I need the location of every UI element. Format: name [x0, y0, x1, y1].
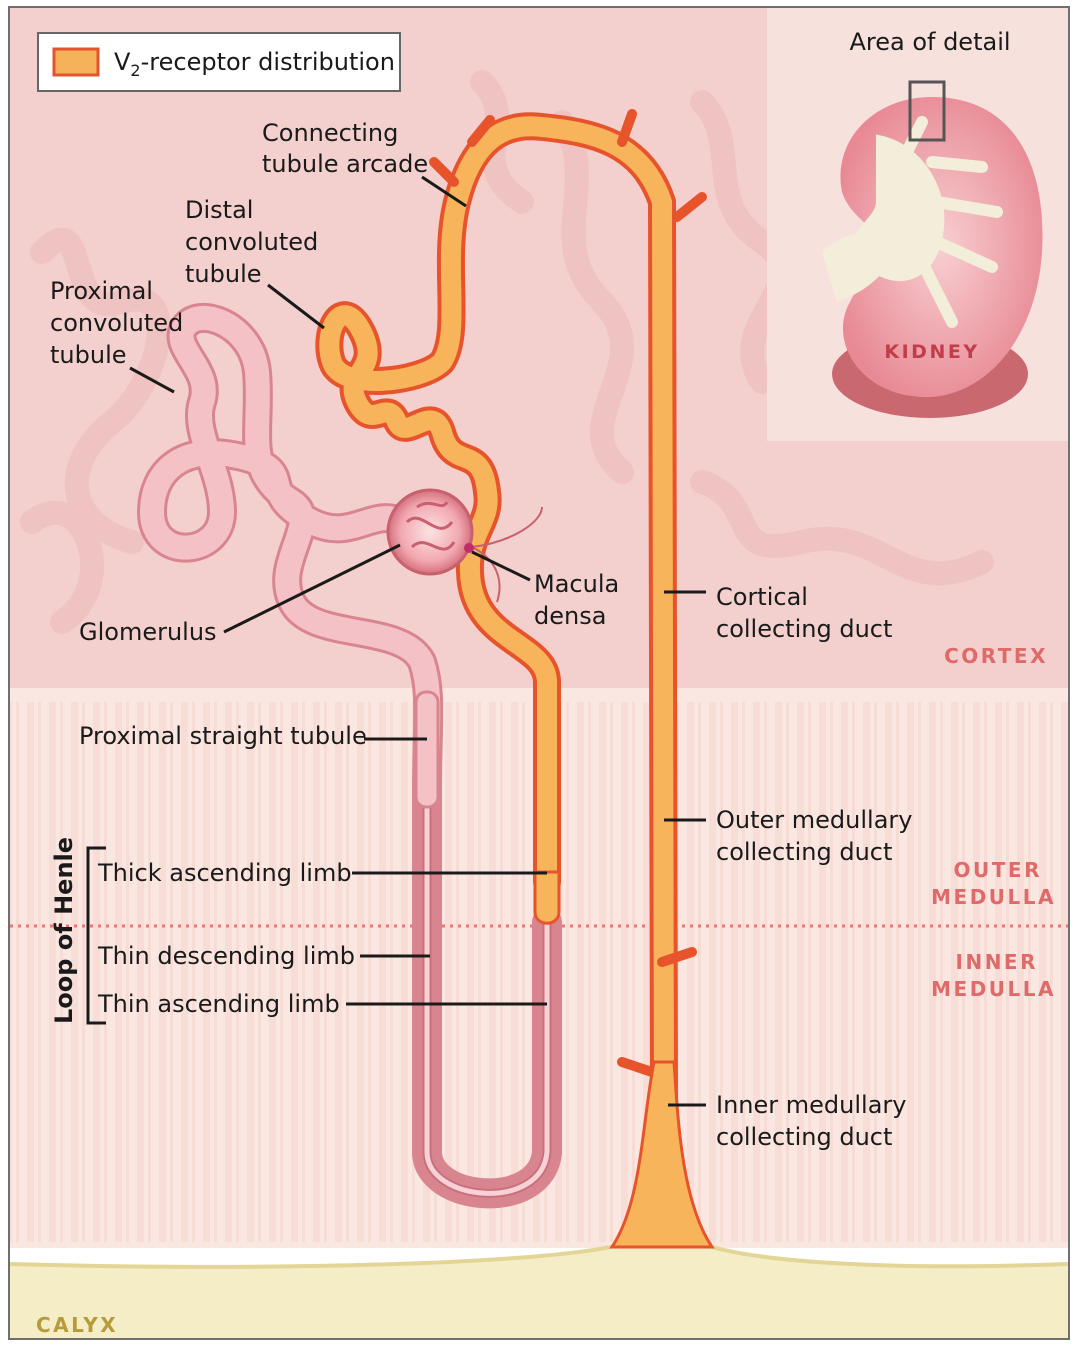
- inner-medulla-label-1: INNER: [956, 950, 1038, 974]
- connecting-label-1: Connecting: [262, 119, 398, 147]
- legend-swatch: [54, 49, 98, 75]
- outer-medulla-label-1: OUTER: [954, 858, 1042, 882]
- inner-medulla-label-2: MEDULLA: [931, 977, 1056, 1001]
- thin-ascending-label: Thin ascending limb: [97, 990, 340, 1018]
- proximal-straight-label: Proximal straight tubule: [79, 722, 367, 750]
- legend-label: V2-receptor distribution: [114, 48, 395, 80]
- inner-cd-label-2: collecting duct: [716, 1123, 892, 1151]
- cortical-cd-label-2: collecting duct: [716, 615, 892, 643]
- proximal-straight-segment: [416, 692, 438, 807]
- inset-title: Area of detail: [849, 28, 1010, 56]
- cortex-zone-label: CORTEX: [944, 644, 1048, 668]
- glomerulus-label: Glomerulus: [79, 618, 217, 646]
- distal-label-2: convoluted: [185, 228, 318, 256]
- cortical-cd-label-1: Cortical: [716, 583, 808, 611]
- nephron-diagram: Area of detail KIDNEY V2-receptor distri…: [8, 6, 1070, 1340]
- outer-medulla-label-2: MEDULLA: [931, 885, 1056, 909]
- inner-cd-label-1: Inner medullary: [716, 1091, 906, 1119]
- distal-label-1: Distal: [185, 196, 253, 224]
- proximal-label-1: Proximal: [50, 277, 153, 305]
- outer-cd-label-1: Outer medullary: [716, 806, 912, 834]
- proximal-label-2: convoluted: [50, 309, 183, 337]
- thin-descending-label: Thin descending limb: [97, 942, 355, 970]
- outer-cd-label-2: collecting duct: [716, 838, 892, 866]
- macula-label-1: Macula: [534, 570, 619, 598]
- legend: V2-receptor distribution: [38, 33, 400, 91]
- calyx-label: CALYX: [36, 1313, 118, 1337]
- kidney-label: KIDNEY: [884, 341, 979, 363]
- connecting-label-2: tubule arcade: [262, 150, 428, 178]
- loop-of-henle-label: Loop of Henle: [50, 837, 78, 1024]
- calyx-region: [10, 1237, 1068, 1339]
- thick-ascending-label: Thick ascending limb: [97, 859, 352, 887]
- thick-ascending-end: [535, 872, 559, 923]
- macula-label-2: densa: [534, 602, 606, 630]
- diagram-canvas: Area of detail KIDNEY V2-receptor distri…: [10, 8, 1068, 1338]
- proximal-label-3: tubule: [50, 341, 127, 369]
- distal-label-3: tubule: [185, 260, 262, 288]
